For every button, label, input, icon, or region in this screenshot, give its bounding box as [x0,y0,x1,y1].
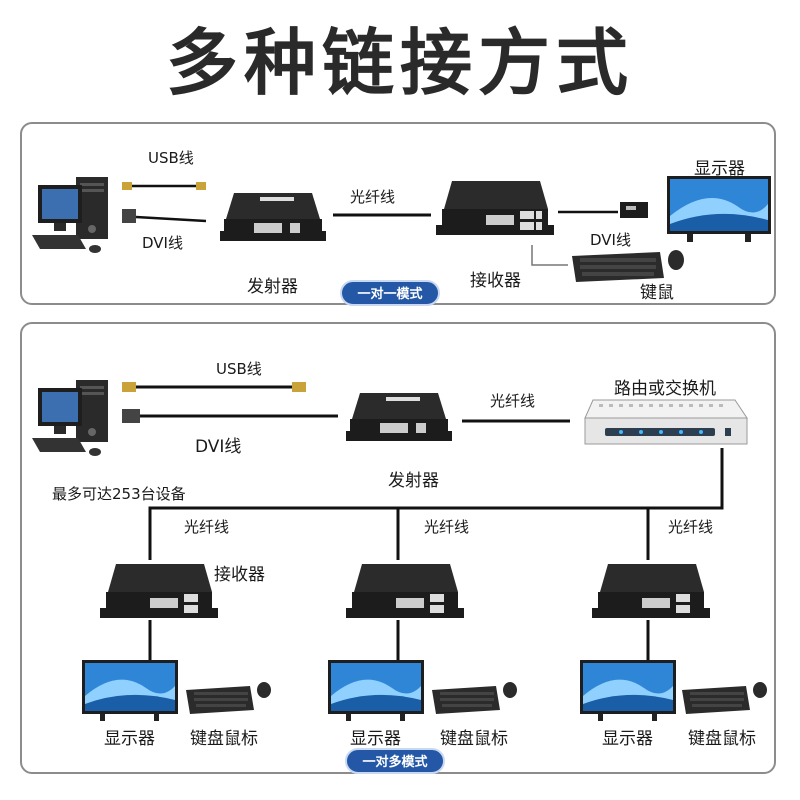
fiber-cable [333,213,431,217]
monitor-icon [328,660,424,721]
fiber-cable [462,419,570,423]
fiber-cable-label: 光纤线 [184,518,230,536]
monitor-icon [580,660,676,721]
usb-cable-label: USB线 [216,360,262,378]
usb-cable [122,182,206,190]
monitor-label: 显示器 [602,729,653,749]
fiber-cable-label: 光纤线 [424,518,470,536]
page-title: 多种链接方式 [165,21,634,105]
monitor-label: 显示器 [104,729,155,749]
dvi-cable [122,409,338,423]
keyboard-mouse-icon [572,250,684,282]
fiber-cable-label: 光纤线 [350,188,396,206]
receiver-device [100,564,218,618]
computer-icon [32,177,108,253]
dvi-cable-label: DVI线 [142,234,183,252]
receiver-device [592,564,710,618]
transmitter-device [220,193,326,241]
fiber-cable-label: 光纤线 [668,518,714,536]
usb-cable-label: USB线 [148,149,194,167]
switch-label: 路由或交换机 [614,379,716,399]
keyboard-mouse-icon [186,682,271,714]
router-switch-icon [584,399,748,445]
usb-cable [122,382,306,392]
receiver-label: 接收器 [214,565,265,585]
transmitter-device [346,393,452,441]
monitor-icon [667,176,771,242]
keyboard-mouse-icon [432,682,517,714]
dvi-cable-label: DVI线 [195,437,242,457]
monitor-icon [82,660,178,721]
keyboard-mouse-label: 键盘鼠标 [440,729,508,749]
keyboard-connector-line [531,245,568,266]
one-to-many-mode-badge: 一对多模式 [345,748,445,774]
keyboard-mouse-label: 键鼠 [640,283,674,303]
one-to-one-mode-badge: 一对一模式 [340,280,440,306]
monitor-label: 显示器 [350,729,401,749]
receiver-device [346,564,464,618]
monitor-label: 显示器 [694,159,745,179]
transmitter-label: 发射器 [247,277,298,297]
dvi-cable-right [558,202,648,218]
transmitter-label: 发射器 [388,471,439,491]
computer-icon [32,380,108,456]
keyboard-mouse-label: 键盘鼠标 [688,729,756,749]
receiver-device [436,181,554,235]
keyboard-mouse-label: 键盘鼠标 [190,729,258,749]
fiber-cable-label: 光纤线 [490,392,536,410]
max-devices-label: 最多可达253台设备 [52,485,186,503]
dvi-cable [122,209,207,223]
receiver-label: 接收器 [470,271,521,291]
keyboard-mouse-icon [682,682,767,714]
dvi-cable-right-label: DVI线 [590,231,631,249]
